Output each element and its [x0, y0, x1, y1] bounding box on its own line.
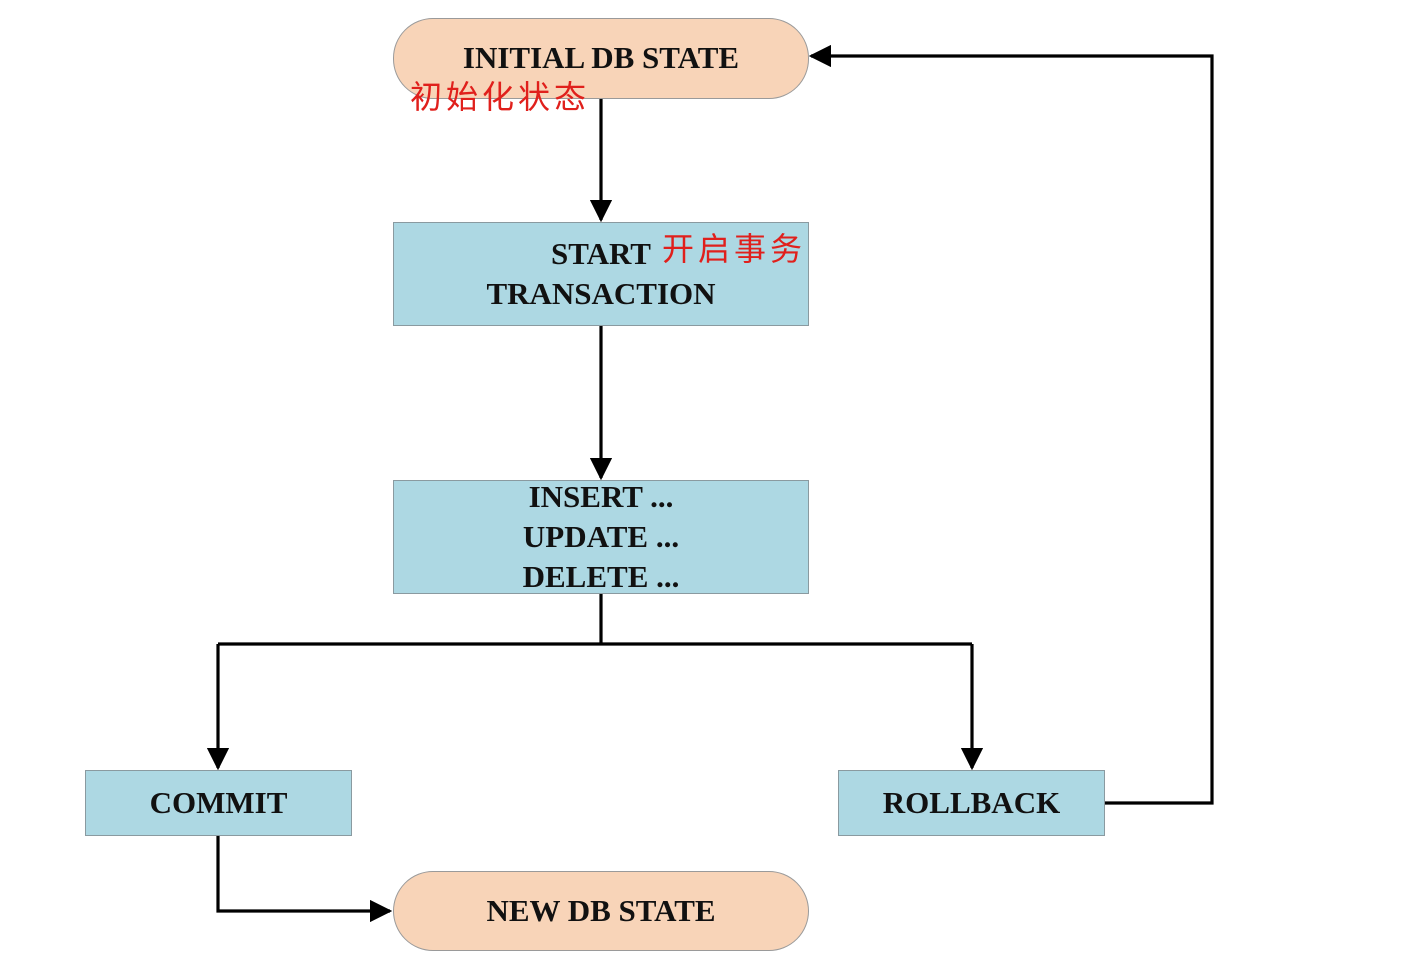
operation-delete: DELETE ... [522, 559, 680, 594]
arrow-rollback-to-initial [808, 44, 1214, 805]
commit-node: COMMIT [85, 770, 352, 836]
operations-node: INSERT ... UPDATE ... DELETE ... [393, 479, 809, 594]
new-db-state-node: NEW DB STATE [393, 871, 809, 951]
start-transaction-node: START TRANSACTION [393, 222, 809, 326]
start-transaction-label-line2: TRANSACTION [486, 276, 716, 311]
initial-db-state-node: INITIAL DB STATE [393, 18, 809, 99]
initial-db-state-label: INITIAL DB STATE [462, 39, 740, 75]
operation-update: UPDATE ... [522, 519, 680, 554]
arrow-commit-to-new-state [216, 836, 393, 923]
rollback-node: ROLLBACK [838, 770, 1105, 836]
start-transaction-label-line1: START [551, 236, 651, 271]
rollback-label: ROLLBACK [882, 785, 1061, 820]
commit-label: COMMIT [149, 785, 288, 820]
new-db-state-label: NEW DB STATE [486, 893, 716, 928]
branch-operations-split [218, 594, 972, 646]
start-transaction-annotation: 开启事务 [662, 230, 807, 268]
initial-state-annotation: 初始化状态 [410, 78, 591, 116]
operation-insert: INSERT ... [528, 479, 674, 514]
